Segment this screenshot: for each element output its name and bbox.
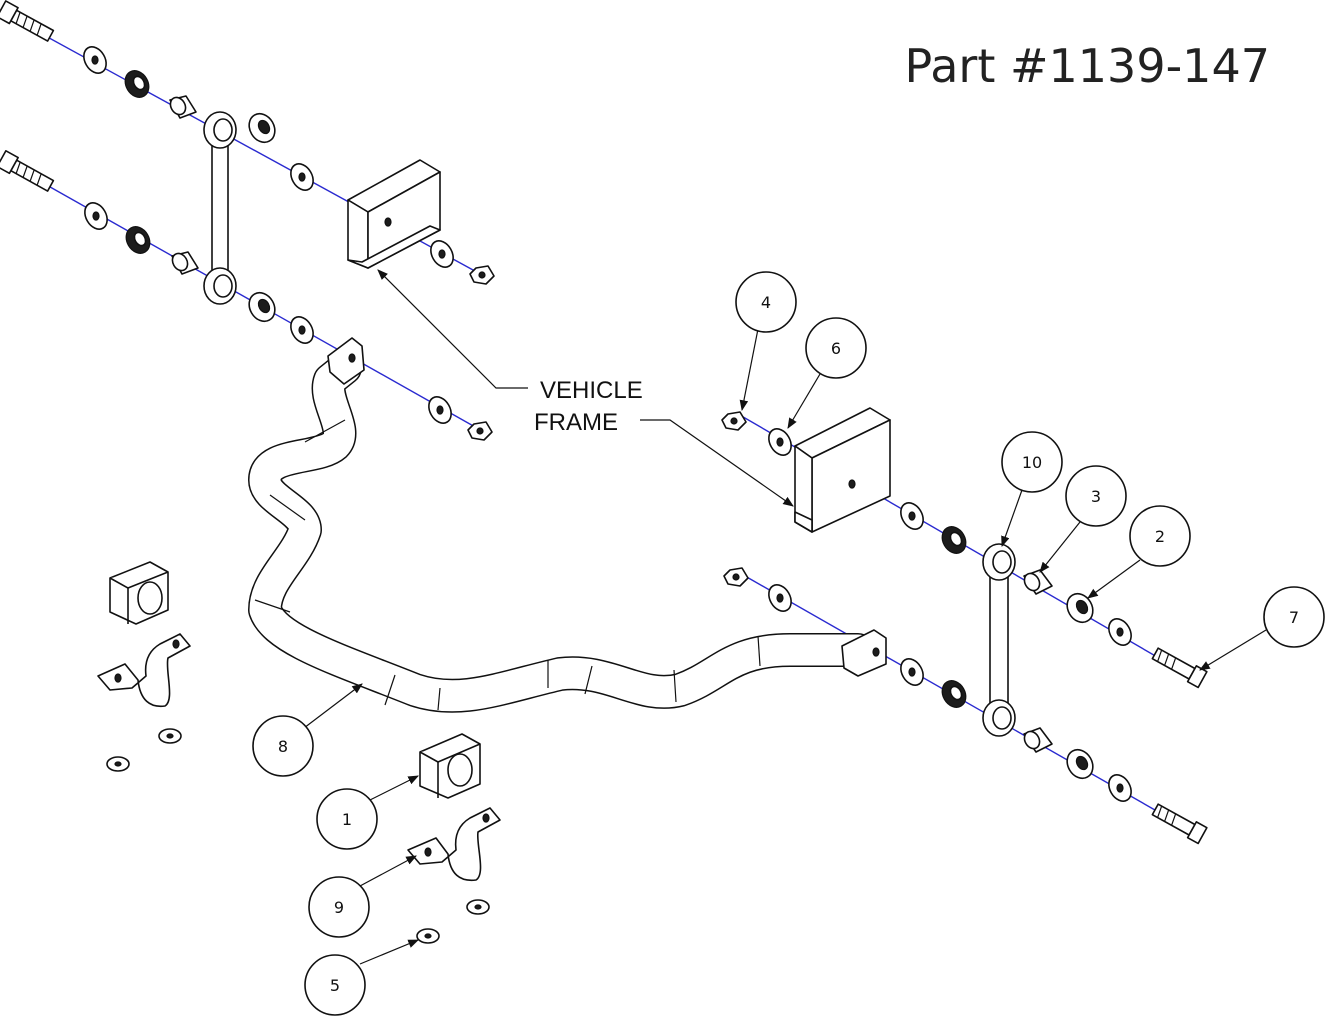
washer-icon bbox=[290, 163, 314, 191]
sleeve-icon bbox=[1023, 727, 1053, 753]
svg-text:8: 8 bbox=[278, 737, 288, 756]
bushing-icon bbox=[941, 526, 967, 554]
svg-text:2: 2 bbox=[1155, 527, 1165, 546]
nut-icon bbox=[721, 411, 747, 431]
callout-10: 10 bbox=[1001, 431, 1063, 548]
svg-text:5: 5 bbox=[330, 976, 340, 995]
washer-icon bbox=[768, 428, 792, 456]
upper-left-hardware-row bbox=[0, 0, 495, 285]
bushing-icon bbox=[941, 680, 967, 708]
bushing-icon bbox=[1066, 592, 1094, 624]
nut-icon bbox=[723, 567, 749, 587]
frame-bracket-right bbox=[794, 407, 891, 533]
callout-5: 5 bbox=[304, 939, 419, 1016]
washer-icon bbox=[768, 584, 792, 612]
callouts: 4 6 10 3 2 7 8 bbox=[252, 271, 1325, 1016]
bushing-icon bbox=[248, 291, 276, 323]
lower-right-hardware-row bbox=[723, 567, 1208, 845]
callout-2: 2 bbox=[1087, 505, 1191, 599]
svg-text:7: 7 bbox=[1289, 608, 1299, 627]
washer-icon bbox=[900, 658, 924, 686]
sway-bar bbox=[248, 337, 887, 713]
callout-6: 6 bbox=[787, 317, 867, 429]
washer-icon bbox=[106, 756, 130, 772]
washer-icon bbox=[1108, 774, 1132, 802]
bolt-icon bbox=[1151, 647, 1208, 689]
vehicle-frame-label: VEHICLE FRAME bbox=[377, 269, 794, 507]
svg-text:9: 9 bbox=[334, 898, 344, 917]
bolt-icon bbox=[0, 149, 55, 192]
nut-icon bbox=[469, 265, 495, 285]
part-number-title: Part #1139-147 bbox=[905, 39, 1270, 93]
frame-label-line-2: FRAME bbox=[534, 409, 618, 436]
washer-icon bbox=[900, 502, 924, 530]
svg-text:6: 6 bbox=[831, 339, 841, 358]
callout-7: 7 bbox=[1199, 586, 1325, 671]
washer-icon bbox=[428, 396, 452, 424]
callout-8: 8 bbox=[252, 683, 363, 777]
svg-text:4: 4 bbox=[761, 293, 771, 312]
upper-right-hardware-row bbox=[721, 411, 1208, 689]
svg-text:10: 10 bbox=[1022, 453, 1042, 472]
callout-9: 9 bbox=[308, 855, 417, 938]
washer-icon bbox=[83, 46, 107, 74]
washer-icon bbox=[1108, 618, 1132, 646]
washer-icon bbox=[158, 728, 182, 744]
svg-text:3: 3 bbox=[1091, 487, 1101, 506]
washer-icon bbox=[416, 928, 440, 944]
frame-bracket-left bbox=[347, 159, 441, 269]
callout-1: 1 bbox=[316, 775, 419, 850]
nut-icon bbox=[467, 421, 493, 441]
sleeve-icon bbox=[1023, 569, 1053, 595]
bushing-icon bbox=[125, 226, 151, 254]
sleeve-icon bbox=[169, 95, 197, 119]
washer-icon bbox=[430, 240, 454, 268]
bushing-icon bbox=[1066, 748, 1094, 780]
bushing-clamp-set-center bbox=[407, 733, 501, 944]
end-link-right bbox=[982, 543, 1016, 737]
bolt-icon bbox=[0, 0, 55, 42]
sleeve-icon bbox=[171, 251, 199, 275]
end-link-left bbox=[203, 111, 237, 305]
frame-label-line-1: VEHICLE bbox=[540, 377, 643, 404]
washer-icon bbox=[290, 316, 314, 344]
bushing-clamp-set-left bbox=[97, 561, 191, 772]
washer-icon bbox=[466, 899, 490, 915]
callout-3: 3 bbox=[1039, 465, 1127, 573]
callout-4: 4 bbox=[735, 271, 797, 412]
bolt-icon bbox=[1151, 803, 1208, 845]
lower-left-hardware-row bbox=[0, 149, 493, 441]
svg-text:1: 1 bbox=[342, 810, 352, 829]
washer-icon bbox=[84, 202, 108, 230]
bushing-icon bbox=[248, 112, 276, 144]
bushing-icon bbox=[124, 70, 150, 98]
